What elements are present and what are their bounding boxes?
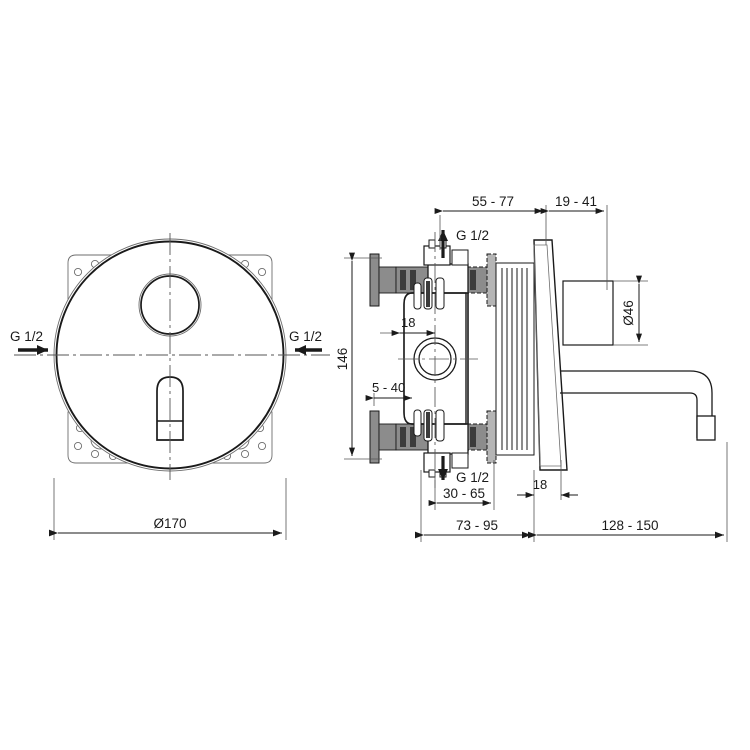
section-inlet-bottom: G 1/2 bbox=[438, 456, 489, 485]
dim-height-146: 146 bbox=[335, 252, 382, 460]
dim-55-77-label: 55 - 77 bbox=[472, 194, 514, 209]
section-view: G 1/2 G 1/2 55 - 77 19 - 41 146 bbox=[335, 194, 728, 542]
dim-top-row: 55 - 77 19 - 41 bbox=[434, 194, 608, 290]
inlet-stub-top bbox=[423, 245, 451, 266]
front-inlet-right-label: G 1/2 bbox=[289, 329, 322, 344]
dim-wall-18: 18 bbox=[517, 460, 578, 500]
dim-30-65: 30 - 65 bbox=[428, 460, 495, 510]
dim-46-label: Ø46 bbox=[621, 300, 636, 326]
threaded-sleeve bbox=[495, 262, 535, 456]
dim-18-offset-label: 18 bbox=[401, 315, 415, 330]
front-inlet-left-label: G 1/2 bbox=[10, 329, 43, 344]
mounting-plate-top bbox=[67, 254, 273, 301]
dim-73-95-label: 73 - 95 bbox=[456, 518, 498, 533]
diameter-label: Ø170 bbox=[153, 516, 186, 531]
front-inlet-right: G 1/2 bbox=[289, 329, 322, 355]
mounting-plate-bottom bbox=[67, 411, 273, 464]
dim-18-wall-label: 18 bbox=[533, 477, 547, 492]
dim-5-40-label: 5 - 40 bbox=[372, 380, 405, 395]
dim-bottom-row: 73 - 95 128 - 150 bbox=[415, 442, 728, 542]
diameter-dimension: Ø170 bbox=[49, 478, 287, 540]
front-view: G 1/2 G 1/2 Ø170 bbox=[10, 233, 330, 540]
dim-19-41-label: 19 - 41 bbox=[555, 194, 597, 209]
section-inlet-top: G 1/2 bbox=[438, 228, 489, 258]
spout-arm bbox=[560, 370, 716, 441]
front-centre-lines bbox=[14, 233, 330, 480]
section-inlet-bottom-label: G 1/2 bbox=[456, 470, 489, 485]
spout-base-cylinder bbox=[562, 280, 614, 346]
inlet-stub-bottom bbox=[423, 452, 451, 473]
dim-128-150-label: 128 - 150 bbox=[601, 518, 658, 533]
front-inlet-left: G 1/2 bbox=[10, 329, 48, 355]
dim-30-65-label: 30 - 65 bbox=[443, 486, 485, 501]
section-centre-lines bbox=[398, 232, 478, 488]
dim-5-40: 5 - 40 bbox=[365, 380, 413, 406]
dim-offset-18: 18 bbox=[380, 315, 436, 336]
dim-diameter-46: Ø46 bbox=[613, 275, 648, 346]
section-inlet-top-label: G 1/2 bbox=[456, 228, 489, 243]
dim-146-label: 146 bbox=[335, 348, 350, 371]
